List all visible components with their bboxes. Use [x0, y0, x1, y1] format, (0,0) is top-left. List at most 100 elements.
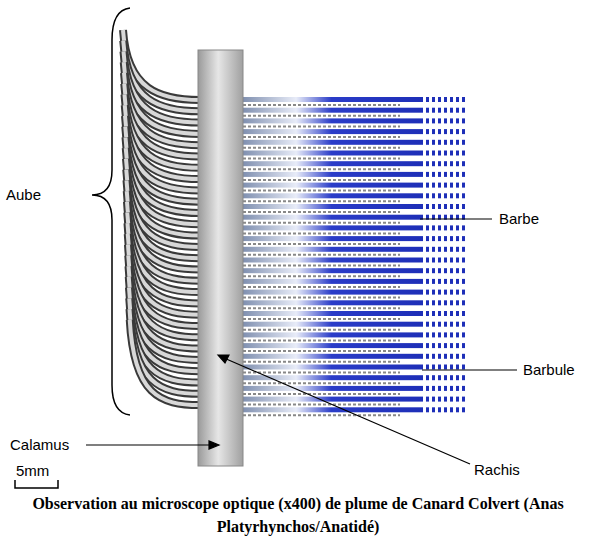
barb-tip: [420, 108, 466, 113]
barbule-row: [243, 243, 400, 245]
barb-tip: [420, 300, 466, 305]
barbule-row: [243, 158, 400, 160]
barb-stripe: [243, 332, 420, 337]
barbule-row: [243, 190, 400, 192]
barb-tip: [420, 268, 466, 273]
barbule-row: [243, 404, 400, 406]
barb-stripe: [243, 225, 420, 230]
barb-tip: [420, 386, 466, 391]
barbule-row: [243, 350, 400, 352]
barb-stripe: [243, 268, 420, 273]
barbule-row: [243, 361, 400, 363]
barbule-row: [243, 339, 400, 341]
barb-tip: [420, 236, 466, 241]
barb-tip: [420, 204, 466, 209]
right-barbs: [243, 97, 466, 415]
barb-tip: [420, 118, 466, 123]
barb-stripe: [243, 118, 420, 123]
barbule-row: [243, 265, 400, 267]
rachis-shaft: [198, 50, 243, 466]
barb-stripe: [243, 258, 420, 263]
barb-tip: [420, 193, 466, 198]
barbule-row: [243, 254, 400, 256]
barb-stripe: [243, 397, 420, 402]
barbule-row: [243, 393, 400, 395]
barb-tip: [420, 247, 466, 252]
barb-tip: [420, 332, 466, 337]
part-label: Barbe: [497, 210, 541, 228]
barb-stripe: [243, 129, 420, 134]
barb-tip: [420, 151, 466, 156]
barb-tip: [420, 397, 466, 402]
left-barbs: [123, 30, 200, 405]
barbule-row: [243, 414, 400, 416]
part-label: Barbule: [521, 361, 577, 379]
barbule-row: [243, 179, 400, 181]
barb-stripe: [243, 236, 420, 241]
barb-stripe: [243, 247, 420, 252]
barb-stripe: [243, 183, 420, 188]
barb-tip: [420, 322, 466, 327]
barb-stripe: [243, 172, 420, 177]
barb-stripe: [243, 354, 420, 359]
barb-tip: [420, 354, 466, 359]
barbule-row: [243, 136, 400, 138]
caption: Observation au microscope optique (x400)…: [11, 492, 586, 538]
barbule-row: [243, 125, 400, 127]
barbule-row: [243, 329, 400, 331]
barb-stripe: [243, 97, 420, 102]
barb-stripe: [243, 279, 420, 284]
part-label: Calamus: [8, 436, 71, 454]
barbule-row: [243, 147, 400, 149]
scale-bar: [15, 480, 58, 488]
barb-tip: [420, 161, 466, 166]
barb-tip: [420, 140, 466, 145]
part-label: Rachis: [472, 461, 522, 479]
barb-stripe: [243, 311, 420, 316]
barb-tip: [420, 343, 466, 348]
barbule-row: [243, 382, 400, 384]
barb-tip: [420, 97, 466, 102]
leader-lines: [86, 219, 517, 464]
barb-stripe: [243, 343, 420, 348]
barbule-row: [243, 232, 400, 234]
barbule-row: [243, 275, 400, 277]
barb-tip: [420, 290, 466, 295]
barb-tip: [420, 375, 466, 380]
barb-stripe: [243, 140, 420, 145]
barb-tip: [420, 311, 466, 316]
scale-label: 5mm: [14, 462, 51, 480]
caption-box: Observation au microscope optique (x400)…: [0, 492, 596, 538]
brace: [92, 8, 130, 415]
barb-curve: [130, 320, 200, 405]
barbule-row: [243, 307, 400, 309]
part-label: Aube: [4, 186, 43, 204]
barb-stripe: [243, 161, 420, 166]
barb-stripe: [243, 365, 420, 370]
barb-tip: [420, 407, 466, 412]
barb-tip: [420, 183, 466, 188]
barb-tip: [420, 258, 466, 263]
barb-stripe: [243, 322, 420, 327]
barb-tip: [420, 365, 466, 370]
barb-stripe: [243, 193, 420, 198]
barbule-row: [243, 222, 400, 224]
barb-curve: [130, 320, 200, 405]
barb-stripe: [243, 386, 420, 391]
barb-tip: [420, 225, 466, 230]
barb-stripe: [243, 290, 420, 295]
barb-stripe: [243, 215, 420, 220]
barb-stripe: [243, 108, 420, 113]
barb-tip: [420, 129, 466, 134]
barbule-row: [243, 200, 400, 202]
barb-stripe: [243, 204, 420, 209]
barbule-row: [243, 211, 400, 213]
barbule-row: [243, 168, 400, 170]
barbule-row: [243, 115, 400, 117]
barb-tip: [420, 279, 466, 284]
barb-stripe: [243, 300, 420, 305]
barbule-row: [243, 104, 400, 106]
barbule-row: [243, 318, 400, 320]
barbule-row: [243, 286, 400, 288]
barbule-row: [243, 297, 400, 299]
